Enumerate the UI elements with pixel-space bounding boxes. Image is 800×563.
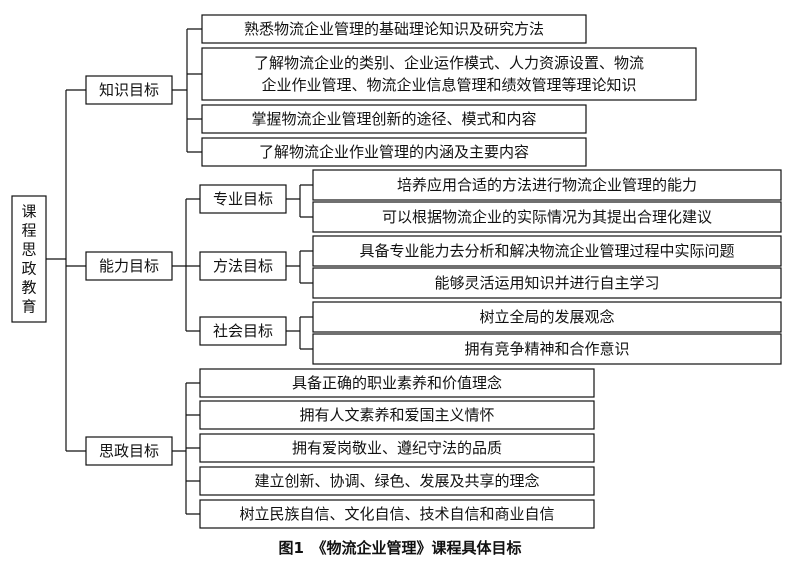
ability-connector	[172, 198, 200, 332]
ability-item-2-1: 具备专业能力去分析和解决物流企业管理过程中实际问题	[312, 235, 782, 267]
root-box-char: 育	[21, 298, 36, 316]
ideology-item-5-text: 树立民族自信、文化自信、技术自信和商业自信	[239, 505, 554, 523]
knowledge-item-2: 了解物流企业的类别、企业运作模式、人力资源设置、物流企业作业管理、物流企业信息管…	[201, 47, 697, 101]
category-box-3-text: 思政目标	[99, 442, 159, 460]
knowledge-item-4-text: 了解物流企业作业管理的内涵及主要内容	[259, 143, 529, 161]
category-box-2-frame	[85, 251, 173, 281]
ability-subgroup-2: 方法目标	[199, 251, 287, 281]
ability-item-1-2-text: 可以根据物流企业的实际情况为其提出合理化建议	[382, 208, 712, 226]
ideology-item-4-frame	[199, 466, 595, 496]
ideology-item-1: 具备正确的职业素养和价值理念	[199, 368, 595, 398]
knowledge-item-4-frame	[201, 137, 587, 167]
root-box-frame	[11, 195, 47, 323]
connector-lines	[46, 28, 313, 515]
ability-subgroup-1-text: 专业目标	[213, 190, 273, 208]
knowledge-item-2-text: 了解物流企业的类别、企业运作模式、人力资源设置、物流	[254, 54, 644, 72]
ability-item-3-2-frame	[312, 333, 782, 365]
ideology-item-1-frame	[199, 368, 595, 398]
root-connector	[46, 89, 86, 452]
ability-subgroup-3: 社会目标	[199, 316, 287, 346]
ideology-item-5-frame	[199, 499, 595, 529]
knowledge-item-3-text: 掌握物流企业管理创新的途径、模式和内容	[251, 110, 536, 128]
ideology-item-3-frame	[199, 433, 595, 463]
ability-item-3-1-text: 树立全局的发展观念	[479, 308, 614, 326]
ideology-item-3: 拥有爱岗敬业、遵纪守法的品质	[199, 433, 595, 463]
root-box-char: 教	[21, 279, 36, 297]
ability-item-3-1-frame	[312, 301, 782, 333]
ability-item-2-2-text: 能够灵活运用知识并进行自主学习	[434, 274, 659, 292]
subgroup-connector-2	[286, 250, 313, 284]
ideology-item-2-frame	[199, 400, 595, 430]
ability-subgroup-2-text: 方法目标	[213, 257, 273, 275]
ability-subgroup-2-frame	[199, 251, 287, 281]
category-box-3-frame	[85, 436, 173, 466]
ability-item-1-1: 培养应用合适的方法进行物流企业管理的能力	[312, 169, 782, 201]
ability-subgroup-1: 专业目标	[199, 184, 287, 214]
subgroup-connector-1	[286, 184, 313, 218]
knowledge-item-1-frame	[201, 14, 587, 44]
ability-item-1-1-text: 培养应用合适的方法进行物流企业管理的能力	[397, 176, 697, 194]
category-box-1: 知识目标	[85, 75, 173, 105]
subgroup-connector-3	[286, 316, 313, 350]
ideology-item-3-text: 拥有爱岗敬业、遵纪守法的品质	[292, 439, 502, 457]
ability-item-2-2-frame	[312, 267, 782, 299]
root-box-char: 程	[21, 222, 36, 240]
category-box-3: 思政目标	[85, 436, 173, 466]
category-box-1-text: 知识目标	[99, 81, 159, 99]
ability-item-1-2: 可以根据物流企业的实际情况为其提出合理化建议	[312, 201, 782, 233]
ideology-item-4: 建立创新、协调、绿色、发展及共享的理念	[199, 466, 595, 496]
knowledge-item-4: 了解物流企业作业管理的内涵及主要内容	[201, 137, 587, 167]
category-box-2: 能力目标	[85, 251, 173, 281]
ability-subgroup-1-frame	[199, 184, 287, 214]
category-box-1-frame	[85, 75, 173, 105]
ability-item-3-2-text: 拥有竞争精神和合作意识	[464, 340, 629, 358]
category-box-2-text: 能力目标	[99, 257, 159, 275]
root-box-char: 思	[21, 241, 36, 259]
knowledge-item-3: 掌握物流企业管理创新的途径、模式和内容	[201, 104, 587, 134]
ideology-connector	[172, 382, 200, 515]
knowledge-item-1-text: 熟悉物流企业管理的基础理论知识及研究方法	[244, 20, 544, 38]
knowledge-connector	[172, 28, 202, 153]
ability-item-2-1-text: 具备专业能力去分析和解决物流企业管理过程中实际问题	[359, 242, 734, 260]
ability-item-3-2: 拥有竞争精神和合作意识	[312, 333, 782, 365]
diagram-nodes: 课程思政教育知识目标能力目标思政目标熟悉物流企业管理的基础理论知识及研究方法了解…	[11, 14, 782, 529]
knowledge-item-1: 熟悉物流企业管理的基础理论知识及研究方法	[201, 14, 587, 44]
figure-caption: 图1 《物流企业管理》课程具体目标	[279, 539, 522, 557]
ability-item-1-1-frame	[312, 169, 782, 201]
root-box-char: 课	[21, 203, 36, 221]
ability-item-2-2: 能够灵活运用知识并进行自主学习	[312, 267, 782, 299]
ability-subgroup-3-text: 社会目标	[213, 322, 273, 340]
ability-subgroup-3-frame	[199, 316, 287, 346]
ideology-item-2: 拥有人文素养和爱国主义情怀	[199, 400, 595, 430]
ideology-item-2-text: 拥有人文素养和爱国主义情怀	[299, 406, 494, 424]
ideology-item-1-text: 具备正确的职业素养和价值理念	[292, 374, 502, 392]
ability-item-3-1: 树立全局的发展观念	[312, 301, 782, 333]
ability-item-2-1-frame	[312, 235, 782, 267]
knowledge-item-2-text: 企业作业管理、物流企业信息管理和绩效管理等理论知识	[261, 76, 636, 94]
ability-item-1-2-frame	[312, 201, 782, 233]
ideology-item-5: 树立民族自信、文化自信、技术自信和商业自信	[199, 499, 595, 529]
knowledge-item-2-frame	[201, 47, 697, 101]
root-box-char: 政	[21, 260, 36, 278]
ideology-item-4-text: 建立创新、协调、绿色、发展及共享的理念	[254, 472, 539, 490]
knowledge-item-3-frame	[201, 104, 587, 134]
